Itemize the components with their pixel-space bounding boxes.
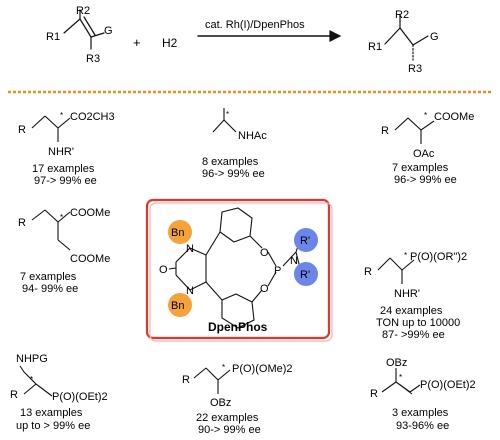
scope-4-structure [31,209,71,251]
reaction-arrow [197,30,342,42]
r-label-bottom: R' [300,269,310,281]
product-alkane [384,14,429,61]
ligand-box [145,198,331,340]
scope-1-star: * [60,111,63,120]
ligand-atom-n2: N [186,285,194,297]
scope-2-star: * [226,110,229,119]
substituent-r2: R2 [76,5,90,17]
scope-4-coome-top: COOMe [70,207,110,219]
substituent-g: G [104,25,113,37]
reagent-h2: H2 [162,36,178,50]
substituent-r1: R1 [46,31,60,43]
ligand-atom-o-carbonyl: O [159,264,168,276]
scope-6-ee: up to > 99% ee [16,420,90,432]
scope-8-ee: 93-96% ee [396,420,449,432]
scope-7-examples: 22 examples [196,412,259,424]
scope-7-r: R [182,374,190,386]
scope-5-ton: TON up to 10000 [376,317,460,329]
scope-1-r: R [18,124,26,136]
ligand-box-shadow [149,202,333,342]
scope-3-star: * [424,111,427,120]
scope-6-structure [19,365,53,397]
product-r2: R2 [395,9,409,21]
scope-4-ee: 94- 99% ee [22,283,78,295]
scope-6-nhpg: NHPG [16,353,48,365]
scope-6-star: * [30,375,33,384]
scope-2-structure [212,108,237,133]
ligand-atom-p: P [274,265,281,277]
bn-circle-top [168,220,192,244]
product-r1: R1 [368,41,382,53]
scope-4-star: * [60,213,63,222]
scope-1-structure [31,115,71,142]
scope-2-nhac: NHAc [238,130,267,142]
product-r3: R3 [408,63,422,75]
scope-3-coome: COOMe [434,111,474,123]
scope-2-examples: 8 examples [202,156,259,168]
r-label-top: R' [300,235,310,247]
scope-8-examples: 3 examples [392,407,449,419]
substrate-alkene [63,9,105,50]
ligand-atom-o-top: O [260,247,269,259]
scope-5-ee: 87- >99% ee [382,329,445,341]
scope-8-star: * [399,373,402,382]
scope-3-ee: 96-> 99% ee [394,174,457,186]
r-circle-bottom [294,262,318,286]
ligand-name: DpenPhos [208,320,268,334]
scope-1-examples: 17 examples [32,163,95,175]
scope-4-coome-bottom: COOMe [70,253,110,265]
scope-8-r: R [370,388,378,400]
scope-8-obz: OBz [386,357,407,369]
scope-1-co2ch3: CO2CH3 [70,111,115,123]
scope-3-structure [394,117,435,144]
scope-7-obz: OBz [210,397,231,409]
scope-7-star: * [222,363,225,372]
scope-7-ee: 90-> 99% ee [198,424,261,436]
scope-3-oac: OAc [413,148,435,160]
bn-circle-bottom [168,293,192,317]
scope-7-phosphonate: P(O)(OMe)2 [232,363,293,375]
scope-1-ee: 97-> 99% ee [34,175,97,187]
scope-3-examples: 7 examples [392,162,449,174]
scope-6-r: R [10,389,18,401]
ligand-atom-o-bottom: O [260,283,269,295]
scope-4-r: R [18,217,26,229]
substituent-r3: R3 [86,53,100,65]
scope-8-phosphonate: P(O)(OEt)2 [420,379,476,391]
scope-3-r: R [381,125,389,137]
scope-5-phosphonate: P(O)(OR")2 [410,251,467,263]
bn-label-top: Bn [171,227,184,239]
catalyst-label: cat. Rh(I)/DpenPhos [205,19,305,31]
ligand-atom-n1: N [186,243,194,255]
scope-5-examples: 24 examples [380,305,443,317]
scope-7-structure [193,367,231,394]
scope-2-ee: 96-> 99% ee [202,168,265,180]
product-g: G [430,31,439,43]
bn-label-bottom: Bn [171,300,184,312]
scope-4-examples: 7 examples [20,271,77,283]
scope-6-examples: 13 examples [20,407,83,419]
scope-5-nhr: NHR' [394,288,420,300]
plus-sign: + [133,35,141,50]
ligand-atom-n3: N [290,255,298,267]
scope-5-star: * [404,251,407,260]
scope-5-structure [377,257,415,284]
scope-6-phosphonate: P(O)(OEt)2 [52,391,108,403]
scope-5-r: R [364,266,372,278]
ligand-structure [168,207,301,329]
scope-1-nhr: NHR' [48,146,74,158]
r-circle-top [294,228,318,252]
scope-8-structure [381,368,421,395]
